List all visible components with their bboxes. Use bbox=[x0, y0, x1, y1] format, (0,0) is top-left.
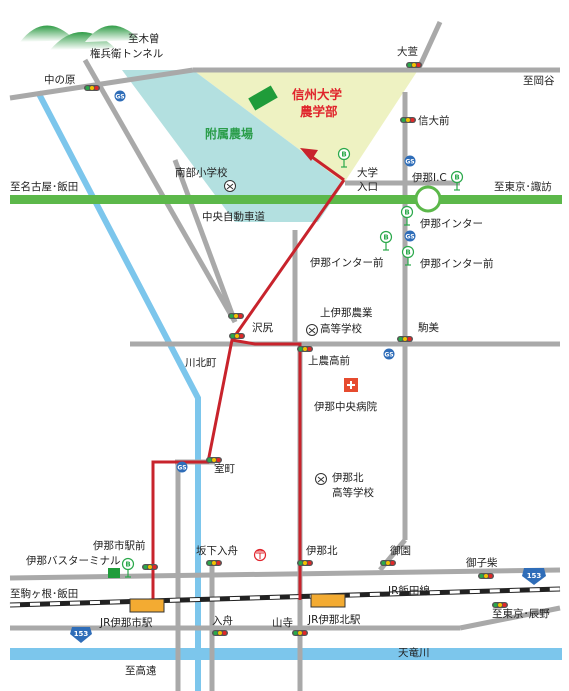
signal-icon bbox=[84, 85, 100, 91]
signal-icon bbox=[400, 117, 416, 123]
label-ina-inter: 伊那インター bbox=[420, 218, 483, 230]
label-to-kiso: 至木曽 bbox=[128, 32, 160, 45]
label-to-tokyo-suwa: 至東京･諏訪 bbox=[494, 180, 552, 193]
access-route-arrowhead bbox=[300, 148, 318, 161]
label-tenryu-river: 天竜川 bbox=[398, 646, 430, 659]
label-ina-inter-mae-right: 伊那インター前 bbox=[420, 257, 494, 270]
label-to-takato: 至高遠 bbox=[125, 664, 157, 677]
label-kamino-kokomae: 上農高前 bbox=[308, 354, 350, 367]
signal-icon bbox=[142, 564, 158, 570]
label-kamiina-agri-2: 高等学校 bbox=[320, 322, 362, 335]
signal-icon bbox=[292, 630, 308, 636]
bus-terminal-building bbox=[108, 568, 120, 578]
signal-icon bbox=[229, 333, 245, 339]
tenryu-river-bottom bbox=[10, 648, 562, 660]
label-to-tokyo-tatsuno: 至東京･辰野 bbox=[492, 607, 550, 620]
label-mikoshiba: 御子柴 bbox=[466, 556, 498, 569]
signal-icon bbox=[228, 313, 244, 319]
signal-icon bbox=[297, 560, 313, 566]
kamiina-agri-school-icon bbox=[306, 324, 318, 336]
label-muromachi: 室町 bbox=[214, 462, 235, 475]
label-iriguchi: 入口 bbox=[357, 181, 378, 193]
svg-text:153: 153 bbox=[74, 630, 89, 638]
label-sawajiri: 沢尻 bbox=[252, 321, 273, 334]
label-komami: 駒美 bbox=[418, 321, 439, 334]
post-office-icon bbox=[253, 548, 267, 562]
label-to-nagoya: 至名古屋･飯田 bbox=[10, 180, 78, 193]
label-jr-inakita-station: JR伊那北駅 bbox=[307, 614, 361, 626]
signal-icon bbox=[212, 630, 228, 636]
label-inakita-high: 伊那北 bbox=[332, 472, 364, 484]
label-nakanohara: 中の原 bbox=[44, 73, 76, 86]
route-153-shield-left: 153 bbox=[70, 627, 92, 643]
label-kamiina-agri: 上伊那農業 bbox=[320, 306, 373, 319]
jr-iida-line bbox=[9, 586, 561, 608]
label-yamadera: 山寺 bbox=[272, 617, 293, 629]
label-gonbei-tunnel: 権兵衛トンネル bbox=[90, 47, 163, 60]
label-shindai-mae: 信大前 bbox=[418, 114, 450, 127]
bus-stop-icon bbox=[450, 170, 464, 191]
signal-icon bbox=[406, 62, 422, 68]
jr-inakita-station-box bbox=[310, 593, 346, 608]
chuo-expressway bbox=[10, 195, 562, 204]
label-agriculture-faculty: 農学部 bbox=[300, 104, 338, 119]
label-shinshu-university: 信州大学 bbox=[292, 87, 343, 102]
tenryu-river bbox=[35, 90, 201, 691]
gas-station-icon bbox=[404, 230, 416, 242]
gas-station-icon bbox=[404, 155, 416, 167]
gas-station-icon bbox=[383, 348, 395, 360]
hospital-icon bbox=[344, 378, 358, 392]
inakita-high-school-icon bbox=[315, 473, 327, 485]
mountains-decoration bbox=[20, 25, 140, 50]
gas-station-icon bbox=[176, 461, 188, 473]
svg-text:153: 153 bbox=[527, 572, 542, 580]
gas-station-icon bbox=[114, 90, 126, 102]
signal-icon bbox=[397, 336, 413, 342]
label-kawakita: 川北町 bbox=[185, 357, 217, 369]
label-chuo-expressway: 中央自動車道 bbox=[202, 210, 265, 223]
signal-icon bbox=[297, 346, 313, 352]
label-sakashita-iribune: 坂下入舟 bbox=[196, 544, 238, 557]
label-daigaku: 大学 bbox=[357, 166, 378, 179]
label-to-okaya: 至岡谷 bbox=[523, 75, 555, 87]
label-jr-inashi-station: JR伊那市駅 bbox=[99, 616, 153, 629]
signal-icon bbox=[206, 560, 222, 566]
label-to-komagane: 至駒ヶ根･飯田 bbox=[10, 587, 78, 600]
label-ina-bus-terminal: 伊那バスターミナル bbox=[26, 555, 121, 567]
label-gosen: 御園 bbox=[390, 544, 411, 557]
ina-ic-circle bbox=[414, 185, 442, 213]
label-jr-iida-line: JR飯田線 bbox=[387, 584, 430, 597]
bus-stop-icon bbox=[379, 230, 393, 251]
nanbu-school-icon bbox=[224, 180, 236, 192]
label-ina-inter-mae-left: 伊那インター前 bbox=[310, 256, 384, 269]
label-iribune: 入舟 bbox=[212, 614, 233, 627]
signal-icon bbox=[380, 560, 396, 566]
access-route-arrow bbox=[311, 155, 345, 182]
attached-farm-area bbox=[122, 70, 344, 222]
label-ina-station-mae: 伊那市駅前 bbox=[93, 539, 146, 552]
route-153-shield-right: 153 bbox=[522, 568, 546, 585]
label-inakita-high-2: 高等学校 bbox=[332, 486, 374, 499]
label-attached-farm: 附属農場 bbox=[205, 126, 253, 141]
label-nanbu-school: 南部小学校 bbox=[175, 166, 228, 179]
label-ina-ic: 伊那I.C bbox=[412, 172, 447, 184]
jr-inashi-station-box bbox=[129, 598, 165, 613]
label-inakita: 伊那北 bbox=[306, 545, 338, 557]
label-ina-hospital: 伊那中央病院 bbox=[314, 400, 377, 413]
access-route-line bbox=[151, 179, 346, 600]
label-ooniwa: 大萱 bbox=[397, 45, 418, 58]
university-building bbox=[248, 85, 278, 111]
signal-icon bbox=[478, 573, 494, 579]
